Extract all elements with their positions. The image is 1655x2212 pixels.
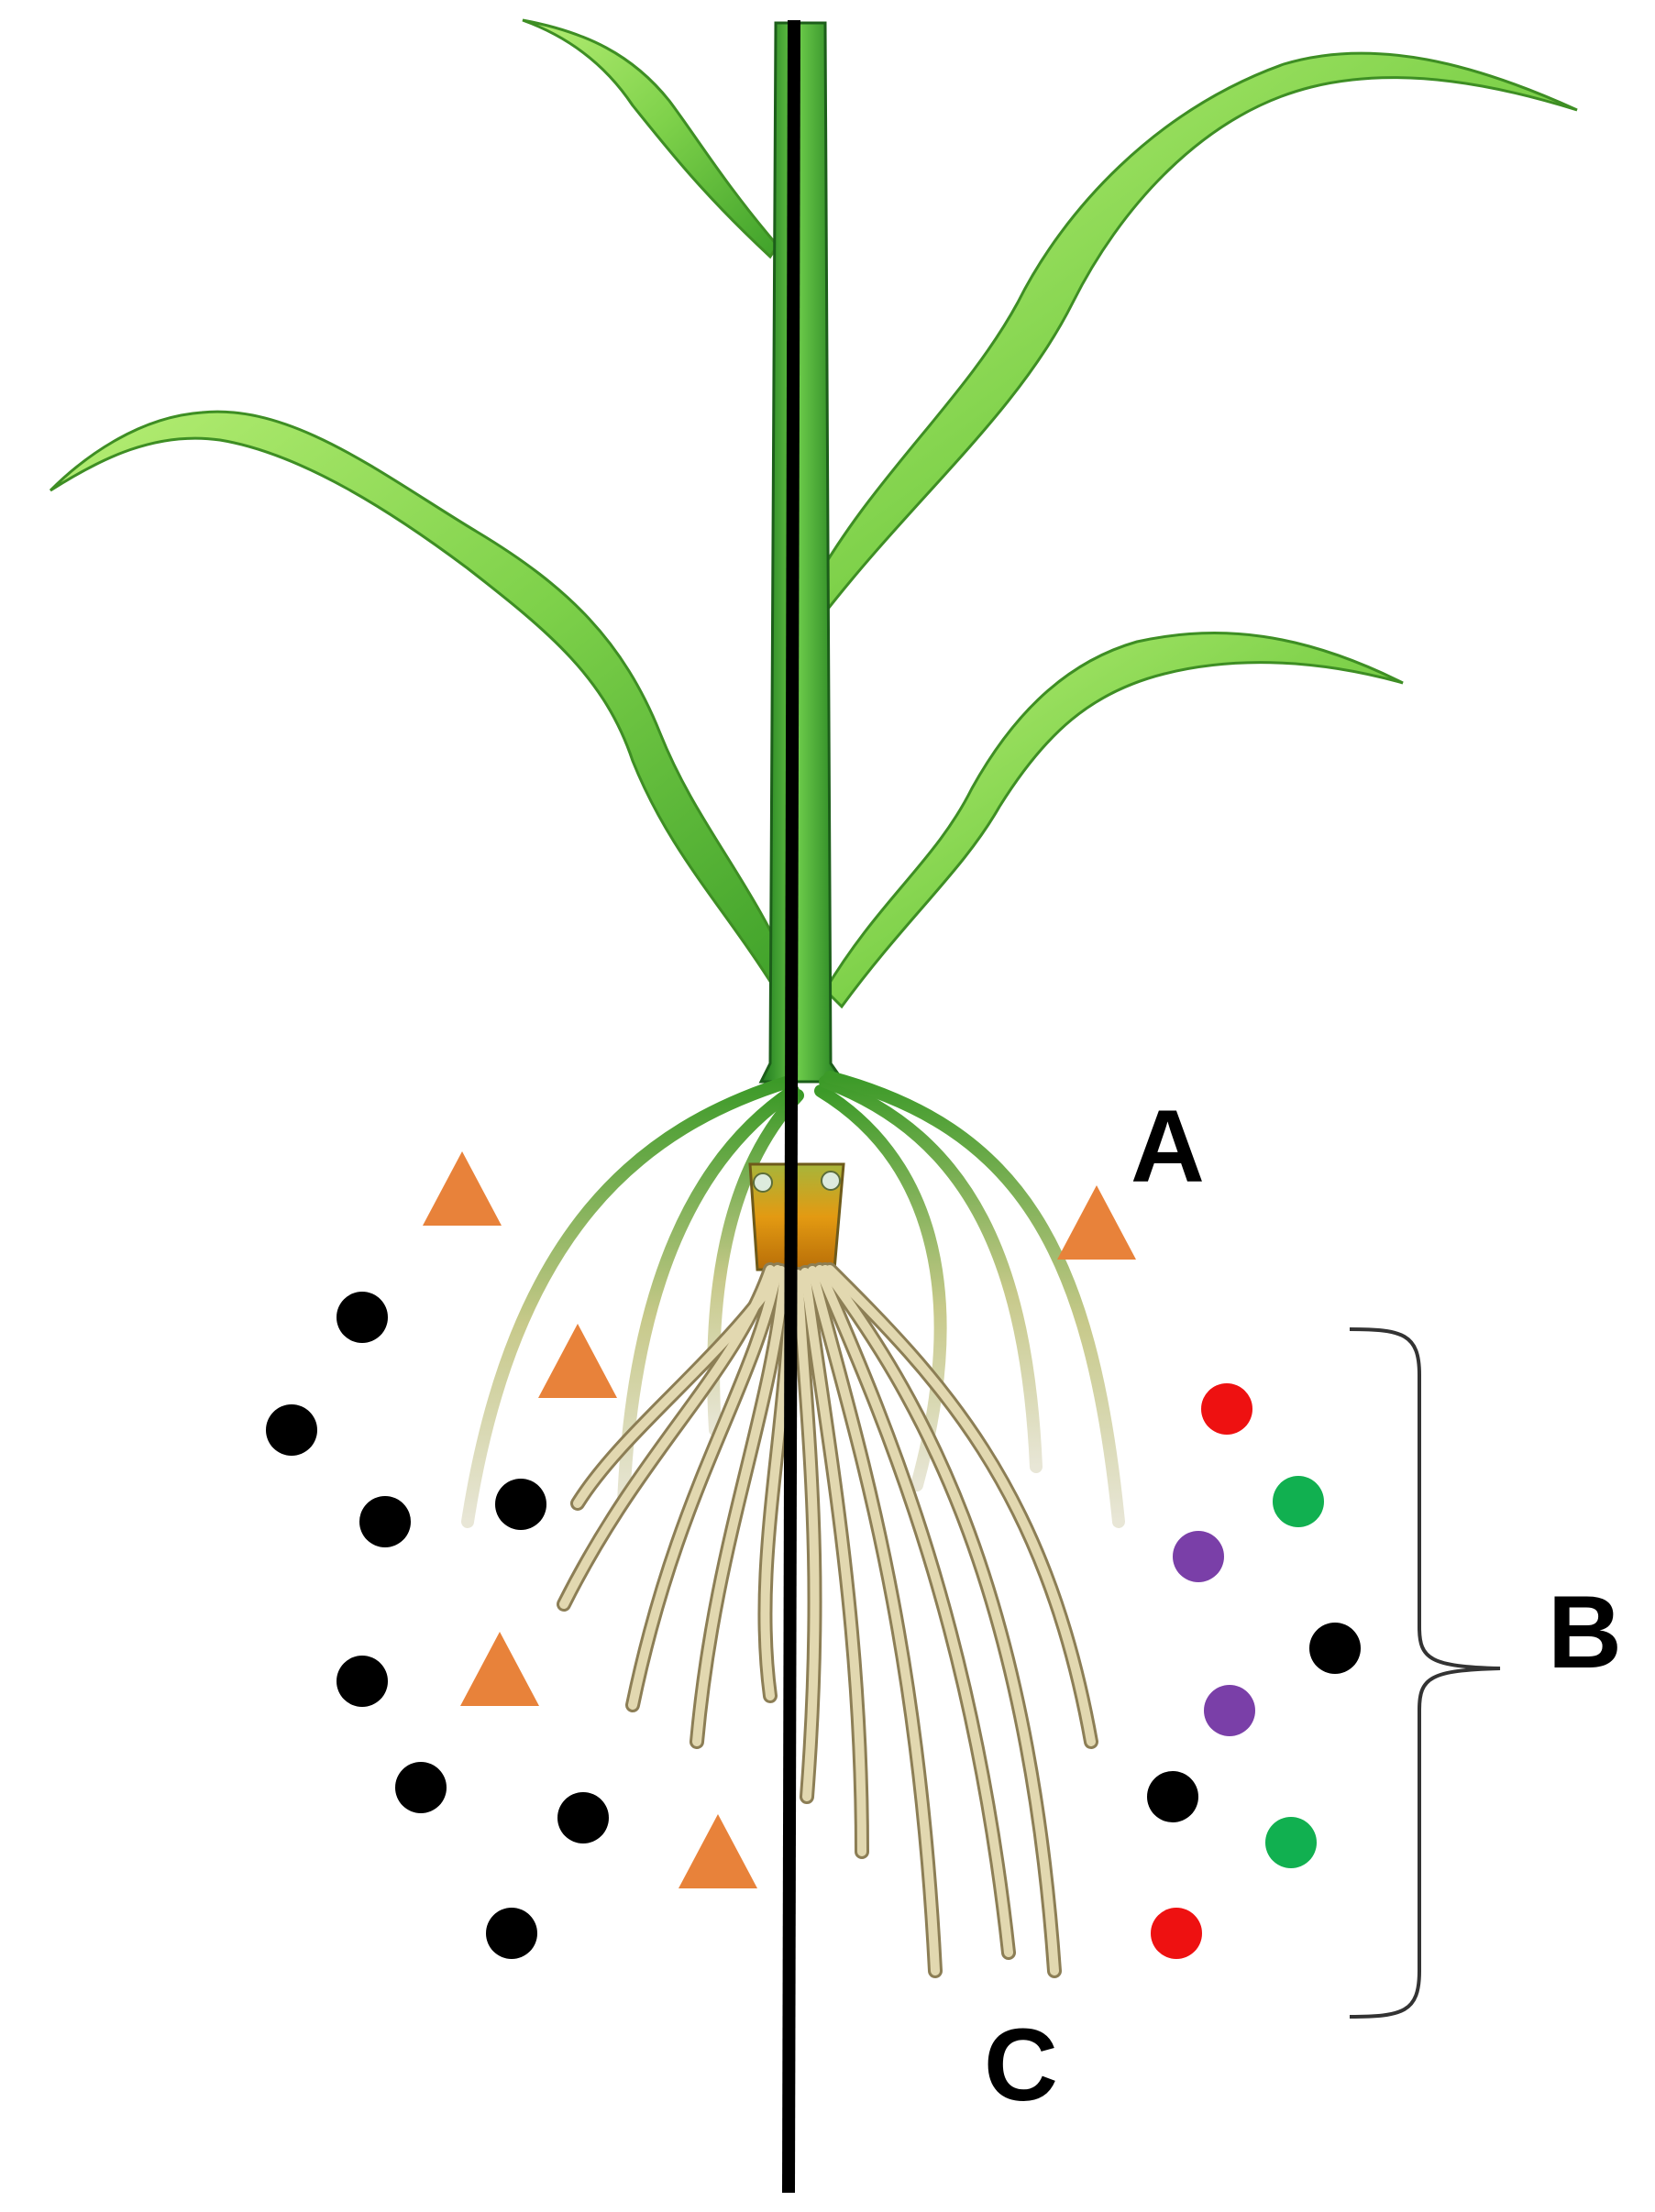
collar-node: [753, 1172, 773, 1193]
circle-dot-icon: [557, 1792, 609, 1843]
circle-dot-icon: [1201, 1383, 1252, 1435]
circle-dot-icon: [359, 1496, 411, 1547]
label-c: C: [984, 2008, 1058, 2122]
fibrous-root: [821, 1265, 1059, 1975]
circle-dot-icon: [1265, 1817, 1317, 1868]
brace-root: [823, 1071, 1125, 1528]
fibrous-root: [825, 1265, 1096, 1746]
leaves: [49, 18, 1578, 1009]
bracket-b: [1349, 1327, 1501, 2019]
triangles: [423, 1151, 1136, 1888]
brace-root: [461, 1075, 795, 1528]
circle-dot-icon: [1204, 1685, 1255, 1736]
brace-roots: [461, 1071, 1125, 1528]
fibrous-root: [815, 1265, 1013, 1957]
circle-dot-icon: [495, 1479, 546, 1530]
label-b: B: [1548, 1575, 1622, 1689]
circle-dot-icon: [486, 1908, 537, 1959]
right-dots: [1147, 1383, 1361, 1959]
collar-node: [821, 1171, 841, 1191]
circle-dot-icon: [1173, 1531, 1224, 1582]
leaf-mid-left: [49, 410, 796, 992]
circle-dot-icon: [1273, 1476, 1324, 1527]
circle-dot-icon: [1309, 1623, 1361, 1674]
fibrous-root: [573, 1266, 786, 1508]
fibrous-root: [692, 1268, 789, 1746]
circle-dot-icon: [1151, 1908, 1202, 1959]
leaf-top-right: [805, 51, 1578, 615]
fibrous-root: [793, 1270, 820, 1801]
brace-root: [814, 1084, 947, 1491]
circle-dot-icon: [337, 1656, 388, 1707]
fibrous-root: [628, 1265, 782, 1710]
leaf-mid-right: [823, 632, 1404, 1009]
leaf-top-left: [522, 18, 779, 259]
fibrous-root: [800, 1268, 866, 1856]
brace-root: [819, 1075, 1043, 1473]
orange-triangle-icon: [1057, 1185, 1136, 1260]
orange-triangle-icon: [679, 1814, 757, 1888]
circle-dot-icon: [266, 1404, 317, 1456]
orange-triangle-icon: [538, 1324, 617, 1398]
orange-triangle-icon: [423, 1151, 502, 1226]
circle-dot-icon: [1147, 1771, 1198, 1822]
brace-root: [617, 1084, 800, 1510]
orange-triangle-icon: [460, 1632, 539, 1706]
circle-dot-icon: [337, 1292, 388, 1343]
fibrous-root: [808, 1266, 940, 1975]
label-a: A: [1131, 1089, 1205, 1204]
divider-line: [782, 19, 800, 2194]
left-dots: [266, 1292, 609, 1959]
circle-dot-icon: [395, 1762, 447, 1813]
